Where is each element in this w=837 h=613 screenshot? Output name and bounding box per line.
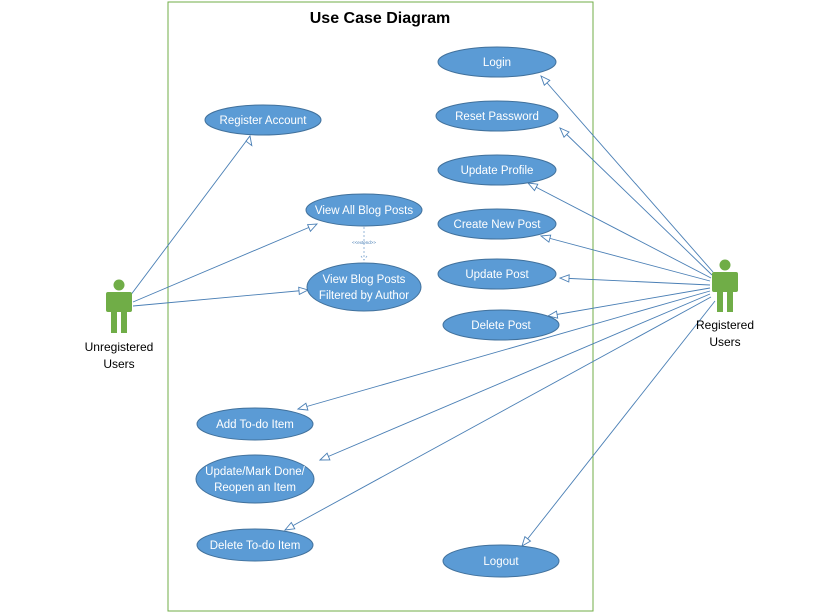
text-line: Update/Mark Done/ [205,466,306,478]
use-case-reset-password[interactable]: Reset Password [435,100,559,132]
diagram-title: Use Case Diagram [310,10,451,27]
extend-label: <<extend>> [352,240,376,245]
use-case-login[interactable]: Login [437,46,557,78]
text-line: Delete To-do Item [210,540,301,552]
arrowhead-view-filtered [298,286,310,296]
use-case-delete-todo-item-label: Delete To-do Item [210,540,301,552]
use-case-add-todo-item[interactable]: Add To-do Item [196,407,314,441]
text-line: Reopen an Item [214,482,296,494]
text-line: Unregistered [85,340,154,354]
use-case-view-all-blog-posts-label: View All Blog Posts [315,205,413,217]
arrowhead-add-todo [296,402,309,411]
assoc-registered-create-post [540,235,711,282]
text-line: Create New Post [454,219,542,231]
text-line: Users [103,357,134,371]
assoc-registered-add-todo [297,290,711,410]
use-case-delete-todo-item[interactable]: Delete To-do Item [196,528,314,562]
assoc-registered-update-post [559,277,711,286]
arrowhead-delete-todo [283,521,296,531]
arrowhead-reset-password [559,127,570,138]
use-case-register-account[interactable]: Register Account [204,104,322,136]
assoc-registered-delete-todo [284,296,712,531]
use-case-create-new-post[interactable]: Create New Post [437,208,557,240]
use-case-delete-post[interactable]: Delete Post [442,309,560,341]
assoc-registered-login [540,75,714,273]
user-icon [712,259,738,312]
use-case-update-mark-done-reopen-label: Update/Mark Done/Reopen an Item [205,466,306,494]
use-case-update-post-label: Update Post [465,269,529,281]
arrowhead-update-todo [318,452,331,461]
text-line: Update Post [465,269,529,281]
use-case-update-profile[interactable]: Update Profile [437,154,557,186]
assoc-unregistered-view-all-posts [132,223,318,303]
assoc-unregistered-view-filtered [132,289,309,307]
use-case-logout-label: Logout [483,556,519,568]
user-icon [106,279,132,333]
assoc-registered-reset-password [559,127,713,276]
text-line: View All Blog Posts [315,205,413,217]
text-line: Update Profile [461,165,534,177]
use-case-create-new-post-label: Create New Post [454,219,542,231]
text-line: Registered [696,318,754,332]
extend-relationship: <<extend>> [352,227,376,261]
extend-arrowhead [360,255,368,261]
associations [129,75,716,547]
use-case-register-account-label: Register Account [220,115,308,127]
use-case-update-profile-label: Update Profile [461,165,534,177]
use-case-logout[interactable]: Logout [442,544,560,578]
text-line: Login [483,57,511,69]
system-boundary [167,1,594,612]
arrowhead-update-post [558,274,570,283]
assoc-registered-logout [521,300,716,547]
assoc-registered-update-todo [319,293,711,461]
assoc-registered-update-profile [527,182,712,279]
assoc-unregistered-register-account [129,135,251,297]
use-case-view-all-blog-posts[interactable]: View All Blog Posts [305,193,423,227]
use-case-login-label: Login [483,57,511,69]
assoc-registered-delete-post [547,287,711,317]
text-line: Users [709,335,740,349]
arrowhead-update-profile [526,182,539,192]
use-case-reset-password-label: Reset Password [455,111,539,123]
arrowhead-login [540,75,551,86]
use-case-add-todo-item-label: Add To-do Item [216,419,294,431]
arrowhead-logout [521,535,532,547]
arrowhead-create-post [539,234,552,243]
use-case-delete-post-label: Delete Post [471,320,531,332]
use-case-update-mark-done-reopen[interactable]: Update/Mark Done/Reopen an Item [195,454,315,504]
text-line: Reset Password [455,111,539,123]
text-line: Filtered by Author [319,290,409,302]
text-line: View Blog Posts [323,274,406,286]
text-line: Add To-do Item [216,419,294,431]
arrowhead-register-account [245,134,253,147]
arrowhead-view-all-posts [306,223,319,233]
use-cases: Login Reset Password Update Profile Crea… [195,46,560,578]
use-case-update-post[interactable]: Update Post [437,258,557,290]
text-line: Delete Post [471,320,531,332]
text-line: Logout [483,556,519,568]
text-line: Register Account [220,115,308,127]
arrowhead-delete-post [546,310,559,319]
